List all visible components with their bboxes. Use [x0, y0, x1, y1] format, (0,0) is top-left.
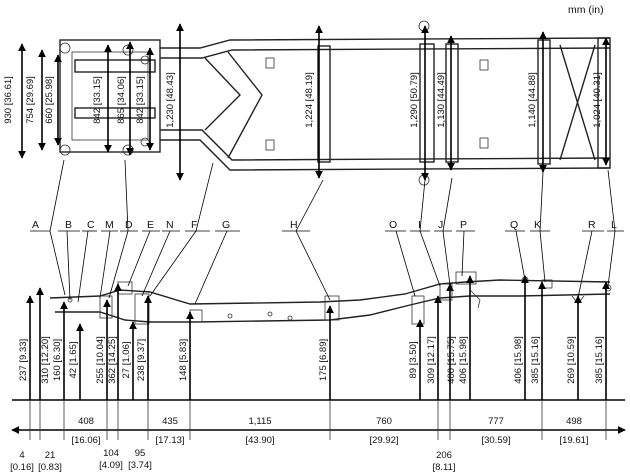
dim-1224: 1,224 [48.19]: [304, 72, 315, 127]
point-label-r: R: [588, 219, 596, 231]
units-label: mm (in): [568, 4, 604, 16]
point-label-q: Q: [510, 219, 518, 231]
small-21-inch: [0.83]: [38, 462, 62, 473]
spacing-1115-inch: [43.90]: [245, 435, 274, 446]
height-160: 160 [6.30]: [52, 339, 63, 381]
height-406-b: 406 [15.98]: [513, 336, 524, 384]
spacing-498: 498: [566, 416, 582, 427]
small-4-inch: [0.16]: [10, 462, 34, 473]
small-21: 21: [45, 450, 56, 461]
height-dimension-texts: 237 [9.33] 310 [12.20] 160 [6.30] 42 [1.…: [18, 336, 605, 384]
small-104-inch: [4.09]: [99, 460, 123, 471]
dim-1130: 1,130 [44.49]: [436, 72, 447, 127]
point-label-c: C: [87, 219, 95, 231]
rear-x-bracing: [559, 44, 596, 161]
spacing-texts: 408 [16.06] 435 [17.13] 1,115 [43.90] 76…: [71, 416, 588, 446]
small-206-inch: [8.11]: [432, 462, 455, 473]
point-label-k: K: [534, 219, 541, 231]
height-148: 148 [5.83]: [178, 339, 189, 381]
spacing-408: 408: [78, 416, 94, 427]
x-crossmember: [204, 57, 241, 131]
front-crossmember: [74, 59, 156, 73]
height-309: 309 [12.17]: [426, 336, 437, 384]
point-label-j: J: [438, 219, 443, 231]
spacing-760-inch: [29.92]: [369, 435, 398, 446]
height-42: 42 [1.65]: [68, 342, 79, 379]
point-leaders: [30, 159, 624, 305]
top-dimension-lines: [18, 23, 610, 181]
crossmember-3: [445, 43, 459, 163]
height-269: 269 [10.59]: [566, 336, 577, 384]
point-label-h: H: [290, 219, 298, 231]
point-label-p: P: [460, 219, 467, 231]
dim-1024: 1,024 [40.31]: [592, 72, 603, 127]
point-label-e: E: [147, 219, 154, 231]
height-406-a: 406 [15.98]: [458, 336, 469, 384]
point-label-m: M: [105, 219, 114, 231]
crossmember-4: [537, 39, 551, 165]
height-385-b: 385 [15.16]: [594, 336, 605, 384]
dim-1290: 1,290 [50.79]: [409, 72, 420, 127]
baseline-dimension: [11, 399, 626, 440]
height-dimension-lines: [26, 275, 610, 400]
dim-842-b: 842 [33.15]: [135, 76, 146, 124]
point-label-o: O: [389, 219, 397, 231]
small-206: 206: [436, 450, 452, 461]
point-label-l: L: [611, 219, 617, 231]
point-label-b: B: [65, 219, 72, 231]
small-95: 95: [135, 448, 146, 459]
dim-865: 865 [34.06]: [116, 76, 127, 124]
side-rail-lower: [55, 293, 611, 323]
point-label-g: G: [222, 219, 230, 231]
spacing-760: 760: [376, 416, 392, 427]
top-dimension-texts: 930 [36.61] 754 [29.69] 660 [25.98] 842 …: [3, 72, 603, 127]
spacing-498-inch: [19.61]: [559, 435, 588, 446]
side-rail-upper: [49, 279, 611, 305]
dim-1230: 1,230 [48.43]: [165, 72, 176, 127]
small-95-inch: [3.74]: [128, 460, 152, 471]
spacing-435: 435: [162, 416, 178, 427]
height-237: 237 [9.33]: [18, 339, 29, 381]
crossmember-2: [419, 43, 435, 163]
height-255: 255 [10.04]: [95, 336, 106, 384]
height-238: 238 [9.37]: [136, 339, 147, 381]
height-385-a: 385 [15.16]: [530, 336, 541, 384]
height-310: 310 [12.20]: [40, 336, 51, 384]
spacing-777: 777: [488, 416, 504, 427]
point-label-a: A: [32, 219, 39, 231]
small-104: 104: [103, 448, 119, 459]
dim-1140: 1,140 [44.88]: [527, 72, 538, 127]
height-175: 175 [6.89]: [318, 339, 329, 381]
dim-930: 930 [36.61]: [3, 76, 14, 124]
point-label-d: D: [125, 219, 133, 231]
spacing-1115: 1,115: [248, 416, 271, 427]
dim-842-a: 842 [33.15]: [92, 76, 103, 124]
spacing-408-inch: [16.06]: [71, 435, 100, 446]
height-27: 27 [1.06]: [121, 342, 132, 379]
point-labels: A B C M D E N F G H O I J P Q K R L: [32, 219, 617, 231]
height-400: 400 [15.75]: [446, 336, 457, 384]
spacing-435-inch: [17.13]: [155, 435, 184, 446]
small-dimension-texts: 4 [0.16] 21 [0.83] 104 [4.09] 95 [3.74] …: [10, 448, 455, 473]
height-362: 362 [14.25]: [107, 336, 118, 384]
spacing-777-inch: [30.59]: [481, 435, 510, 446]
small-4: 4: [19, 450, 24, 461]
dim-754: 754 [29.69]: [25, 76, 36, 124]
dim-660: 660 [25.98]: [44, 76, 55, 124]
point-label-f: F: [191, 219, 197, 231]
height-89: 89 [3.50]: [408, 342, 419, 379]
point-label-i: I: [418, 219, 421, 231]
point-label-n: N: [166, 219, 174, 231]
